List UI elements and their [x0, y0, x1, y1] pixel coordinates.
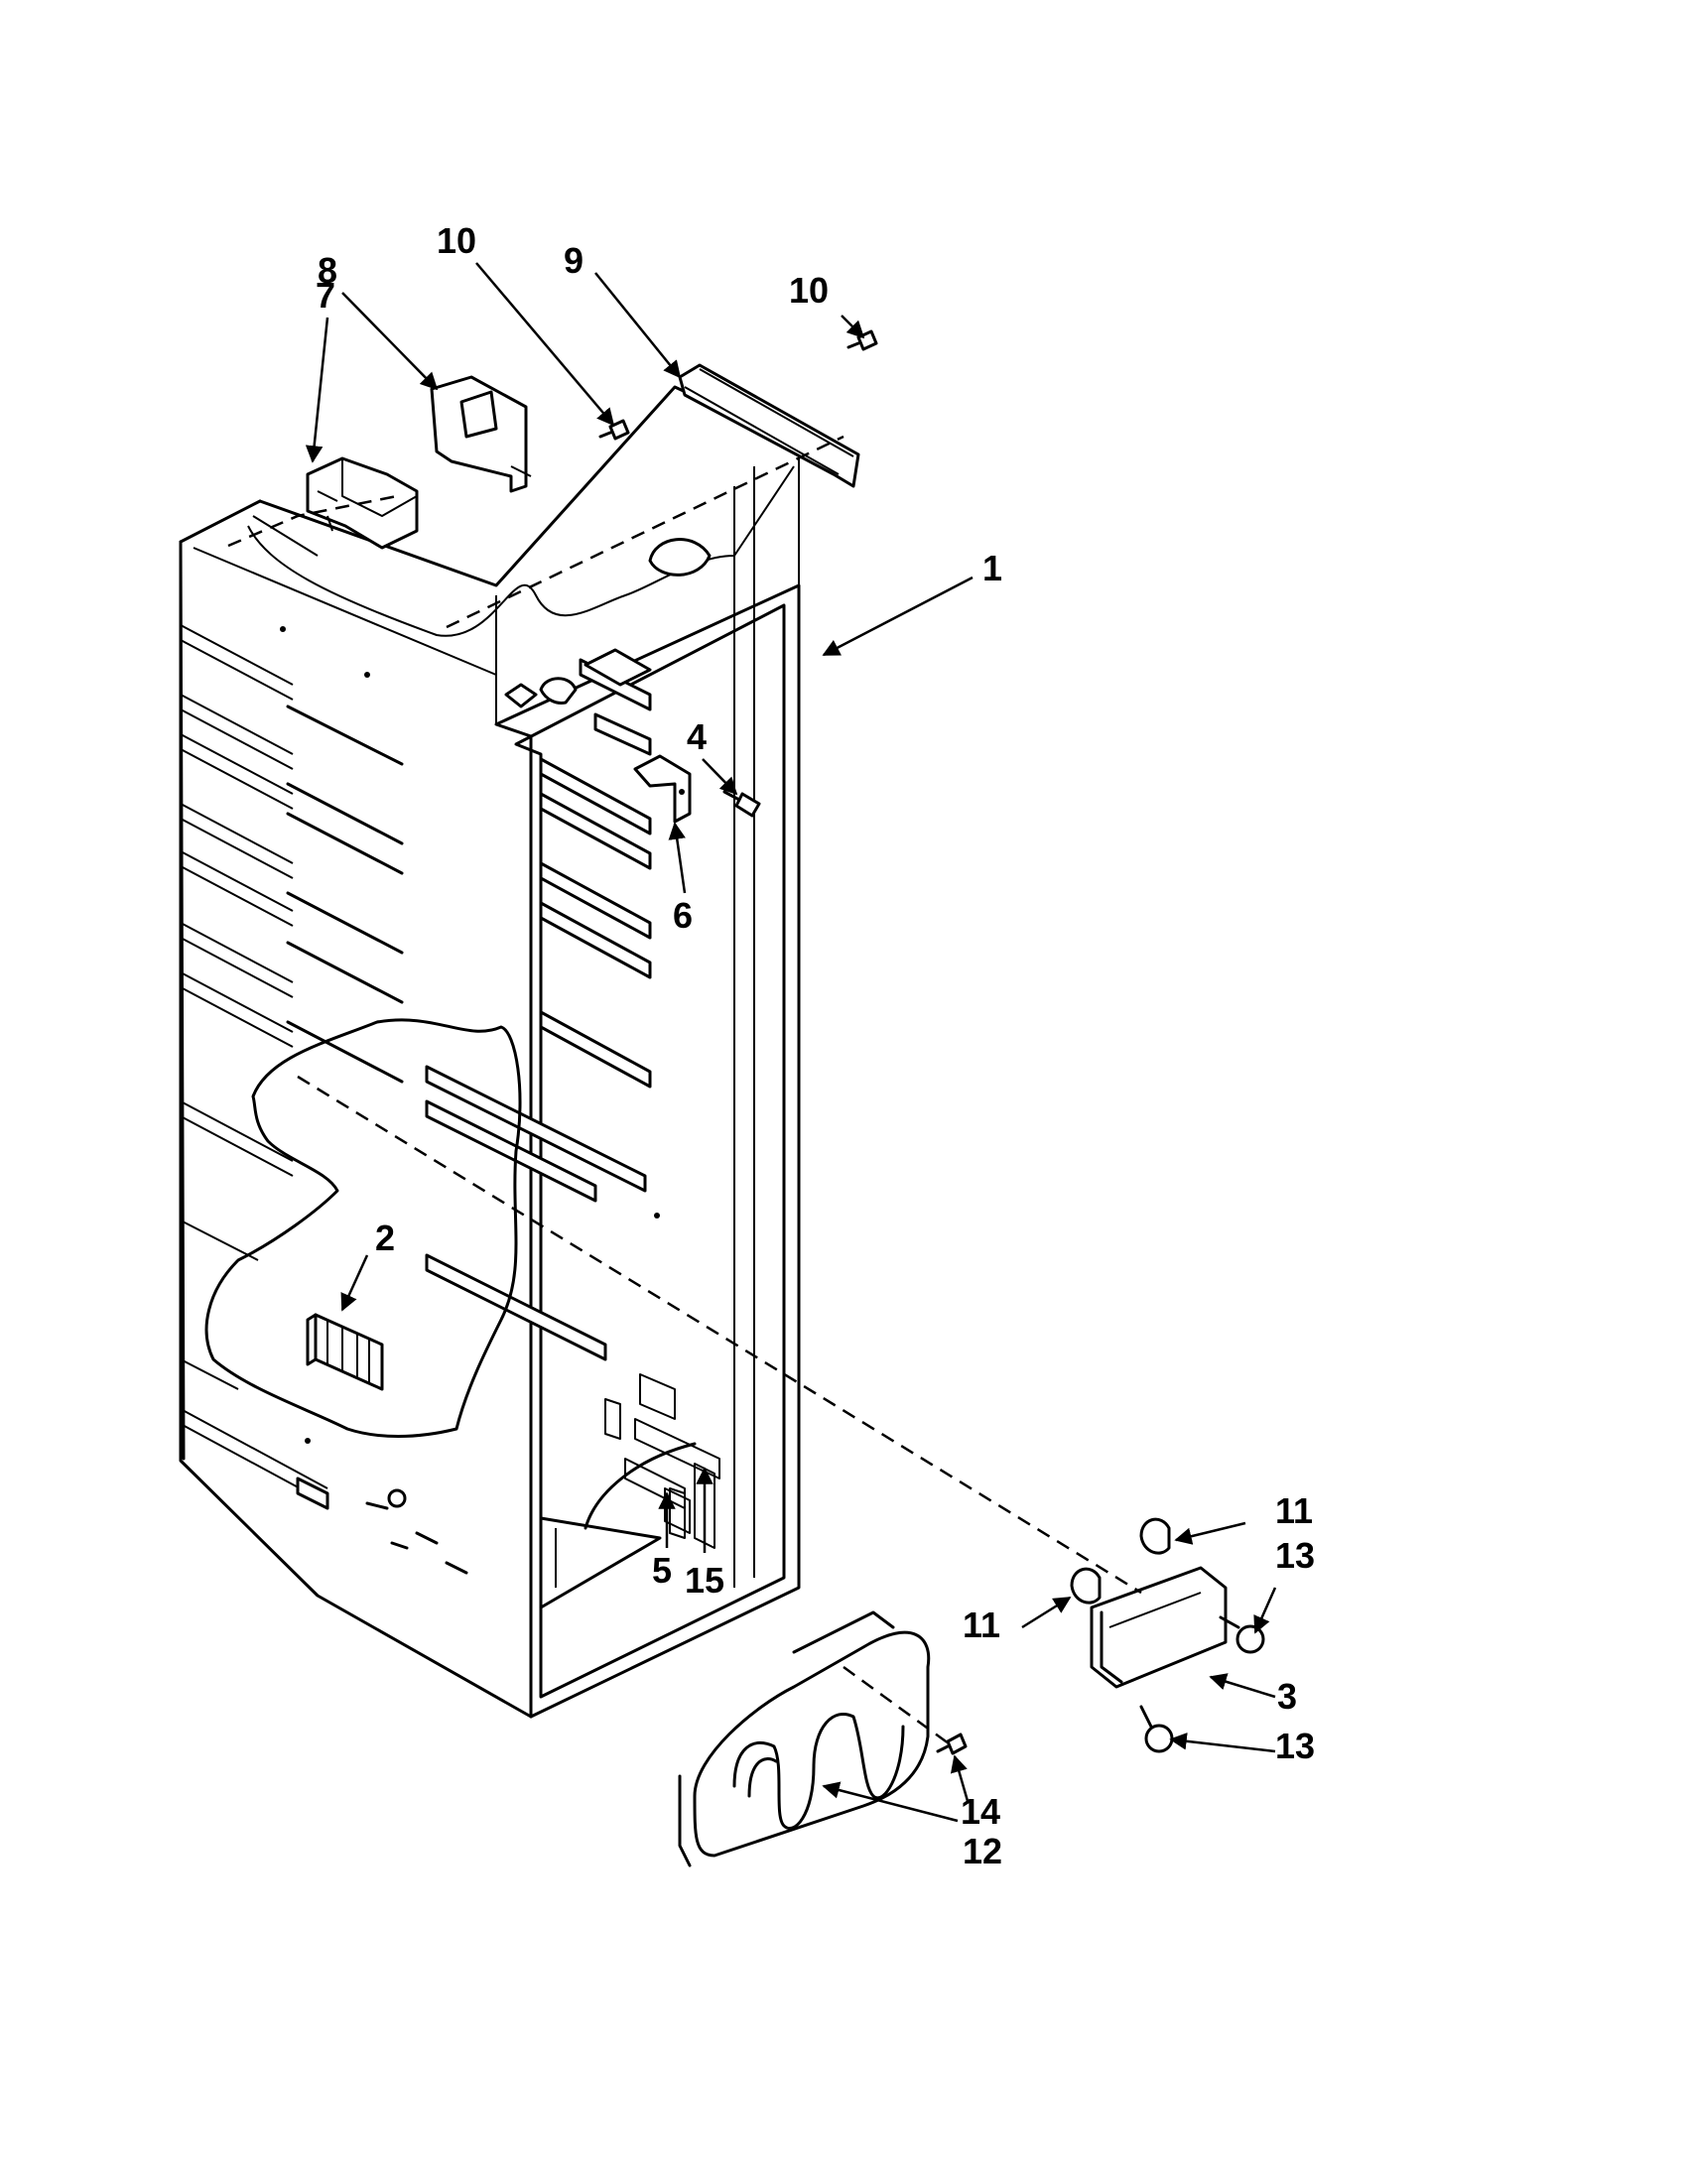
callout-11b: 11: [963, 1605, 1000, 1645]
part-11-sockets: [1070, 1517, 1171, 1605]
refrigerator-liner: [179, 385, 801, 1719]
part-9-rail: [678, 363, 860, 488]
callout-1: 1: [982, 548, 1002, 588]
callout-3: 3: [1277, 1676, 1297, 1717]
callout-10a: 10: [437, 220, 476, 261]
callout-13a: 13: [1275, 1535, 1315, 1576]
part-2-vent: [306, 1313, 384, 1391]
callout-8: 8: [318, 250, 337, 291]
callout-12: 12: [963, 1831, 1002, 1871]
callout-9: 9: [564, 240, 584, 281]
callout-6: 6: [673, 895, 693, 936]
callout-labels: 1 2 3 4 5 6 7 8 9 10 10 11 11 12 13 13 1…: [316, 220, 1315, 1871]
alignment-lines: [227, 435, 1142, 1748]
callout-7: 7: [316, 275, 335, 316]
callout-5: 5: [652, 1550, 672, 1591]
right-shelf-ribs: [425, 658, 652, 1361]
callout-4: 4: [687, 716, 707, 757]
callout-2: 2: [375, 1218, 395, 1258]
part-6-bracket: [633, 754, 692, 824]
left-shelf-ribs: [180, 624, 404, 1504]
callout-10b: 10: [789, 270, 829, 311]
callout-14: 14: [961, 1791, 1000, 1832]
part-12-heater: [678, 1610, 931, 1867]
part-3-light-housing: [1090, 1566, 1228, 1689]
callout-13b: 13: [1275, 1726, 1315, 1766]
callout-11a: 11: [1275, 1490, 1313, 1531]
part-5-and-15: [669, 1463, 715, 1549]
part-8-bracket: [430, 375, 532, 493]
callout-15: 15: [685, 1560, 724, 1601]
part-14-screw: [936, 1733, 968, 1755]
leader-lines: [305, 262, 1277, 1823]
